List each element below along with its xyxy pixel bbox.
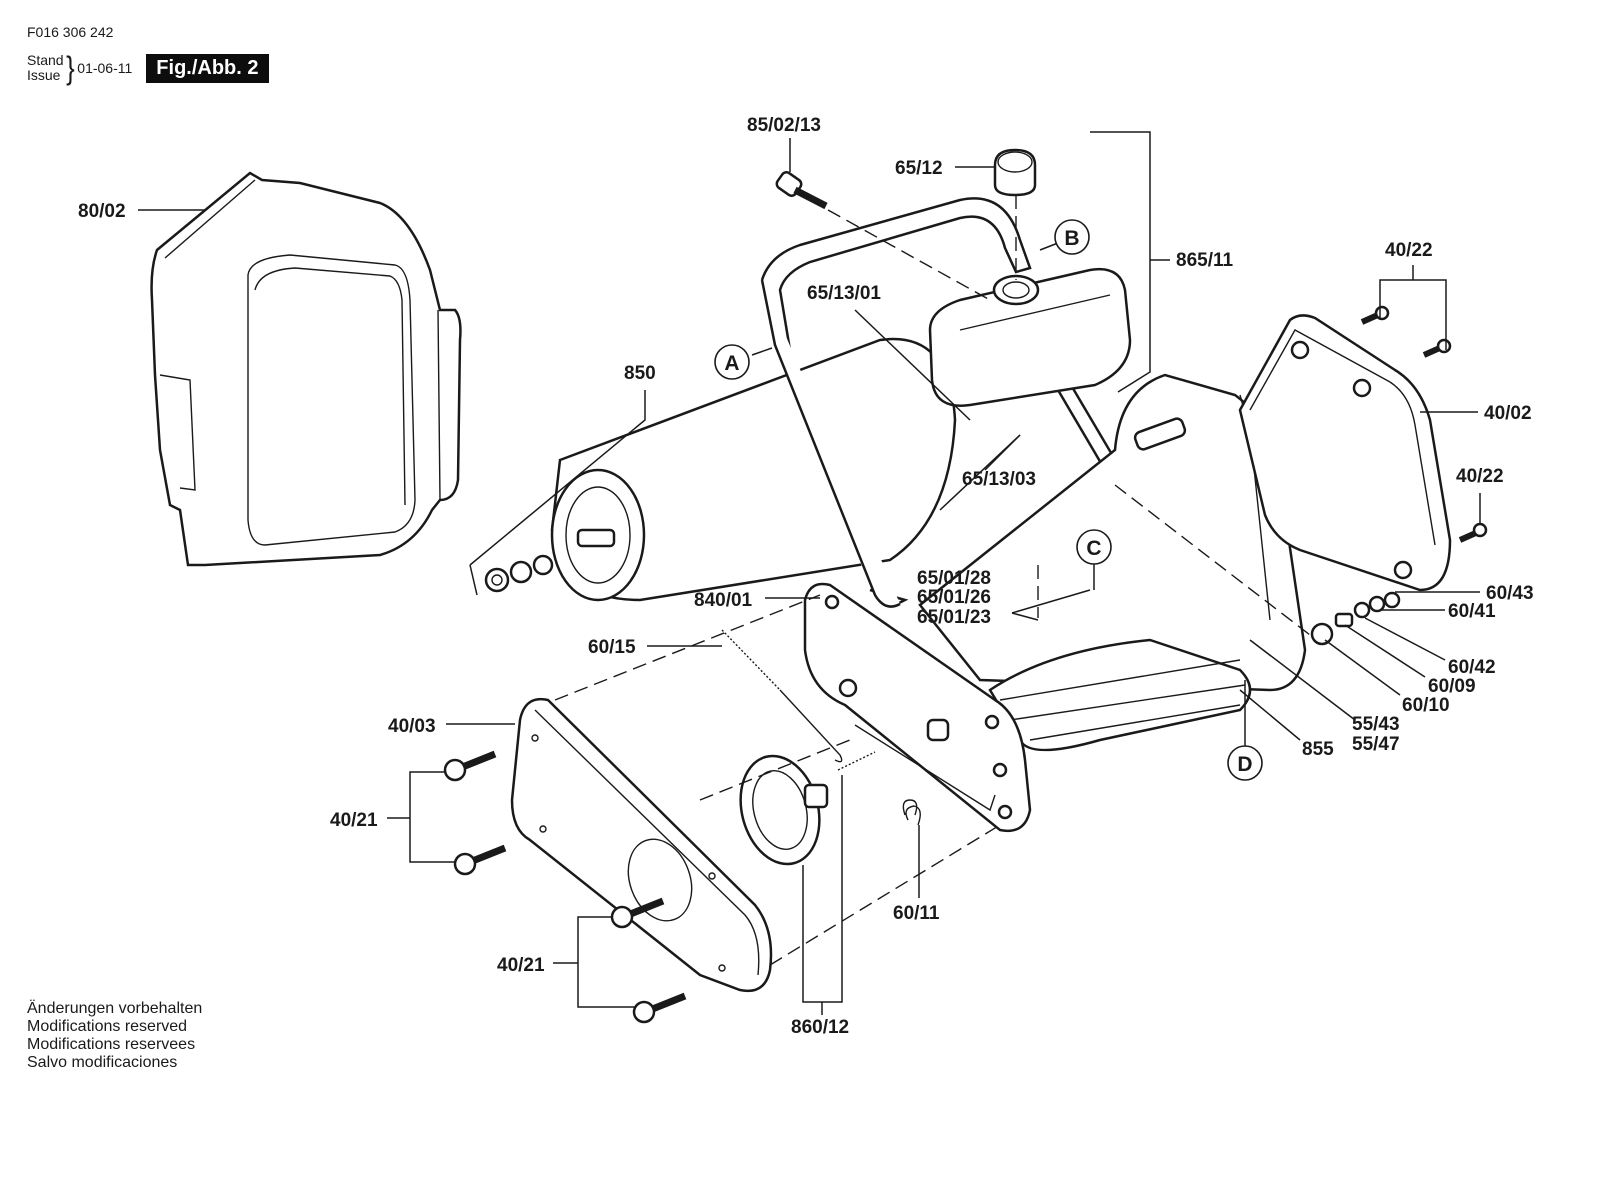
callout-60-43: 60/43: [1486, 583, 1534, 604]
notice-line-es: Salvo modificaciones: [27, 1054, 178, 1071]
callout-60-10: 60/10: [1402, 695, 1450, 716]
leader-line: [1364, 617, 1446, 661]
side-plate-left-part[interactable]: [803, 582, 1032, 833]
issue-label: Issue: [27, 67, 61, 83]
notice-line-de: Änderungen vorbehalten: [27, 1000, 203, 1017]
assembly-line: [769, 824, 1001, 966]
callout-65-12: 65/12: [895, 158, 943, 179]
callout-40-22-right: 40/22: [1456, 466, 1504, 487]
leader-line: [854, 309, 971, 421]
washer-stack-part[interactable]: [1310, 591, 1401, 646]
assembly-line: [554, 594, 821, 701]
callout-60-09: 60/09: [1428, 676, 1476, 697]
reference-marker-b: B: [1054, 219, 1090, 255]
callout-850: 850: [624, 363, 656, 384]
callout-80-02: 80/02: [78, 201, 126, 222]
leader-line: [1344, 624, 1426, 678]
side-cover-right-part[interactable]: [1238, 314, 1452, 592]
tension-spring-part[interactable]: [721, 629, 843, 763]
svg-text:C: C: [1086, 537, 1101, 560]
compression-spring-part[interactable]: [837, 751, 876, 771]
callout-60-11: 60/11: [893, 903, 940, 924]
leader-line: [469, 564, 478, 596]
callout-65-01-26: 65/01/26: [917, 587, 991, 608]
reference-marker-d: D: [1227, 745, 1263, 781]
callout-40-21-upper: 40/21: [330, 810, 378, 831]
issue-date: 01-06-11: [77, 60, 133, 76]
leader-line: [751, 347, 773, 356]
callout-65-01-23: 65/01/23: [917, 607, 991, 628]
leader-line: [409, 771, 455, 863]
callout-40-21-lower: 40/21: [497, 955, 545, 976]
reference-marker-c: C: [1076, 529, 1112, 565]
leader-line: [1249, 639, 1356, 721]
leader-line: [1239, 689, 1301, 741]
issue-block: Stand Issue } 01-06-11 Fig./Abb. 2: [27, 50, 269, 86]
screw-part[interactable]: [1458, 522, 1488, 543]
assembly-line: [699, 739, 851, 801]
leader-line: [1011, 612, 1039, 621]
bolt-part[interactable]: [443, 750, 497, 782]
callout-60-42: 60/42: [1448, 657, 1496, 678]
callout-40-03: 40/03: [388, 716, 436, 737]
callout-860-12: 860/12: [791, 1017, 849, 1038]
side-cover-left-part[interactable]: [510, 697, 773, 993]
leader-line: [1011, 589, 1091, 614]
callout-65-13-01: 65/13/01: [807, 283, 881, 304]
tank-cap-part[interactable]: [993, 148, 1037, 197]
screw-part[interactable]: [1360, 305, 1390, 325]
leader-line: [1379, 279, 1447, 350]
callout-840-01: 840/01: [694, 590, 753, 611]
grass-box-part[interactable]: [150, 171, 462, 567]
reference-marker-a: A: [714, 344, 750, 380]
brace-icon: }: [65, 50, 75, 86]
callout-85-02-13: 85/02/13: [747, 115, 821, 136]
bolt-part[interactable]: [632, 992, 687, 1024]
figure-badge: Fig./Abb. 2: [146, 53, 269, 83]
roller-part[interactable]: [484, 337, 957, 602]
callout-40-22-top: 40/22: [1385, 240, 1433, 261]
notice-line-en: Modifications reserved: [27, 1018, 188, 1035]
leader-line: [1090, 131, 1151, 393]
screw-part[interactable]: [1422, 338, 1452, 358]
leader-line: [939, 434, 1021, 511]
notice-line-fr: Modifications reservees: [27, 1036, 196, 1053]
callout-60-41: 60/41: [1448, 601, 1496, 622]
spacer-part[interactable]: [926, 718, 950, 742]
svg-text:A: A: [724, 352, 739, 375]
leader-line: [469, 390, 646, 566]
bolt-part[interactable]: [775, 170, 828, 210]
stand-label: Stand: [27, 52, 64, 68]
torsion-spring-part[interactable]: [902, 799, 921, 826]
callout-855: 855: [1302, 739, 1334, 760]
callout-65-01-28: 65/01/28: [917, 568, 991, 589]
wheel-part[interactable]: [729, 747, 831, 873]
callout-40-02: 40/02: [1484, 403, 1532, 424]
svg-text:B: B: [1064, 227, 1079, 250]
assembly-line: [827, 209, 991, 301]
svg-text:D: D: [1237, 753, 1252, 776]
callout-55-43: 55/43: [1352, 714, 1400, 735]
handle-frame-part[interactable]: [760, 197, 1132, 608]
modification-notice: Änderungen vorbehalten Modifications res…: [27, 1000, 202, 1072]
cutting-cylinder-part[interactable]: [988, 638, 1252, 752]
tank-part[interactable]: [928, 267, 1132, 407]
callout-865-11: 865/11: [1176, 250, 1233, 271]
leader-line: [577, 916, 635, 1008]
callout-60-15: 60/15: [588, 637, 636, 658]
leader-line: [1324, 639, 1401, 696]
leader-line: [1039, 242, 1059, 251]
stand-issue-labels: Stand Issue: [27, 53, 64, 83]
document-number: F016 306 242: [27, 24, 114, 40]
callout-55-47: 55/47: [1352, 734, 1400, 755]
callout-65-13-03: 65/13/03: [962, 469, 1036, 490]
bolt-part[interactable]: [453, 844, 507, 876]
